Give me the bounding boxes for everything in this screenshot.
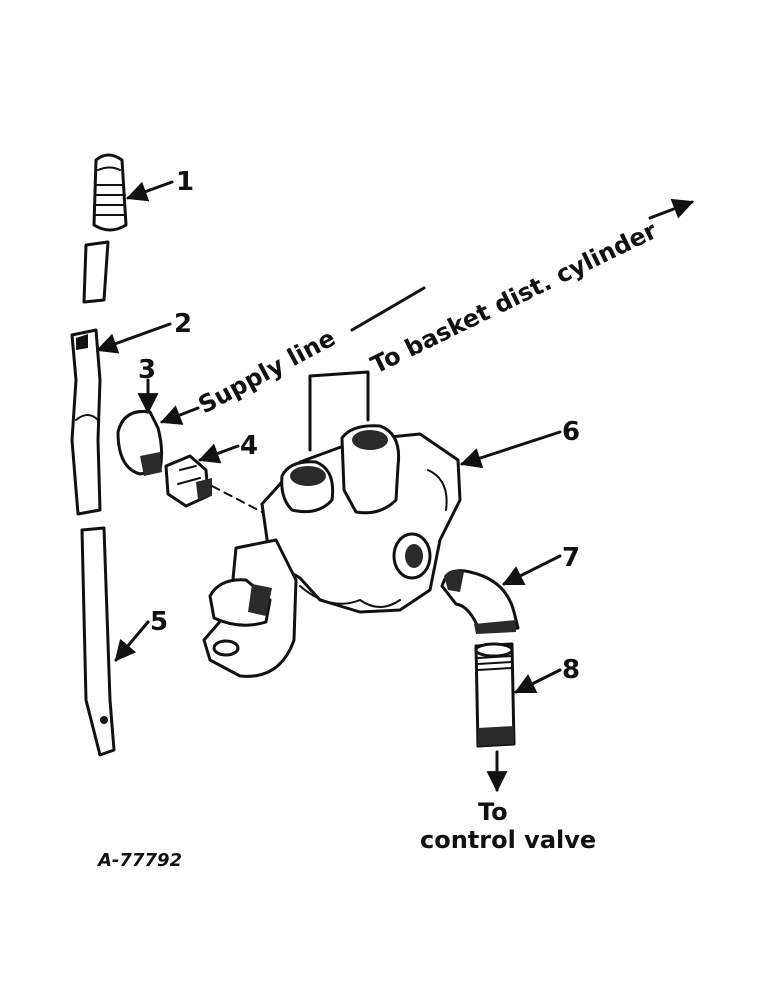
callout-numbers: 1 2 3 4 5 6 7 8 xyxy=(138,167,580,685)
part-7-elbow xyxy=(440,569,520,634)
part-6-valve-body xyxy=(202,424,462,678)
part-4-plug xyxy=(164,454,212,508)
to-label: To xyxy=(478,798,508,826)
callout-1: 1 xyxy=(176,167,194,197)
cylinder-arrow xyxy=(648,198,694,220)
part-8-nipple xyxy=(474,642,516,748)
part-1-tube xyxy=(82,240,110,304)
part-2-hose xyxy=(70,328,102,516)
callout-5: 5 xyxy=(150,607,168,637)
callout-4: 4 xyxy=(240,431,258,461)
supply-line-label: Supply line xyxy=(194,324,340,420)
callout-6: 6 xyxy=(562,417,580,447)
leader-lines xyxy=(96,180,562,694)
part-5-hose xyxy=(80,526,116,757)
to-basket-label: To basket dist. cylinder xyxy=(366,216,661,379)
part-3-elbow xyxy=(116,409,164,476)
part-1-coupling xyxy=(92,153,128,232)
control-valve-label: control valve xyxy=(420,826,596,854)
callout-7: 7 xyxy=(562,543,580,573)
supply-line-rule xyxy=(350,286,426,332)
callout-8: 8 xyxy=(562,655,580,685)
callout-2: 2 xyxy=(174,309,192,339)
callout-3: 3 xyxy=(138,355,156,385)
figure-number: A-77792 xyxy=(96,850,182,871)
